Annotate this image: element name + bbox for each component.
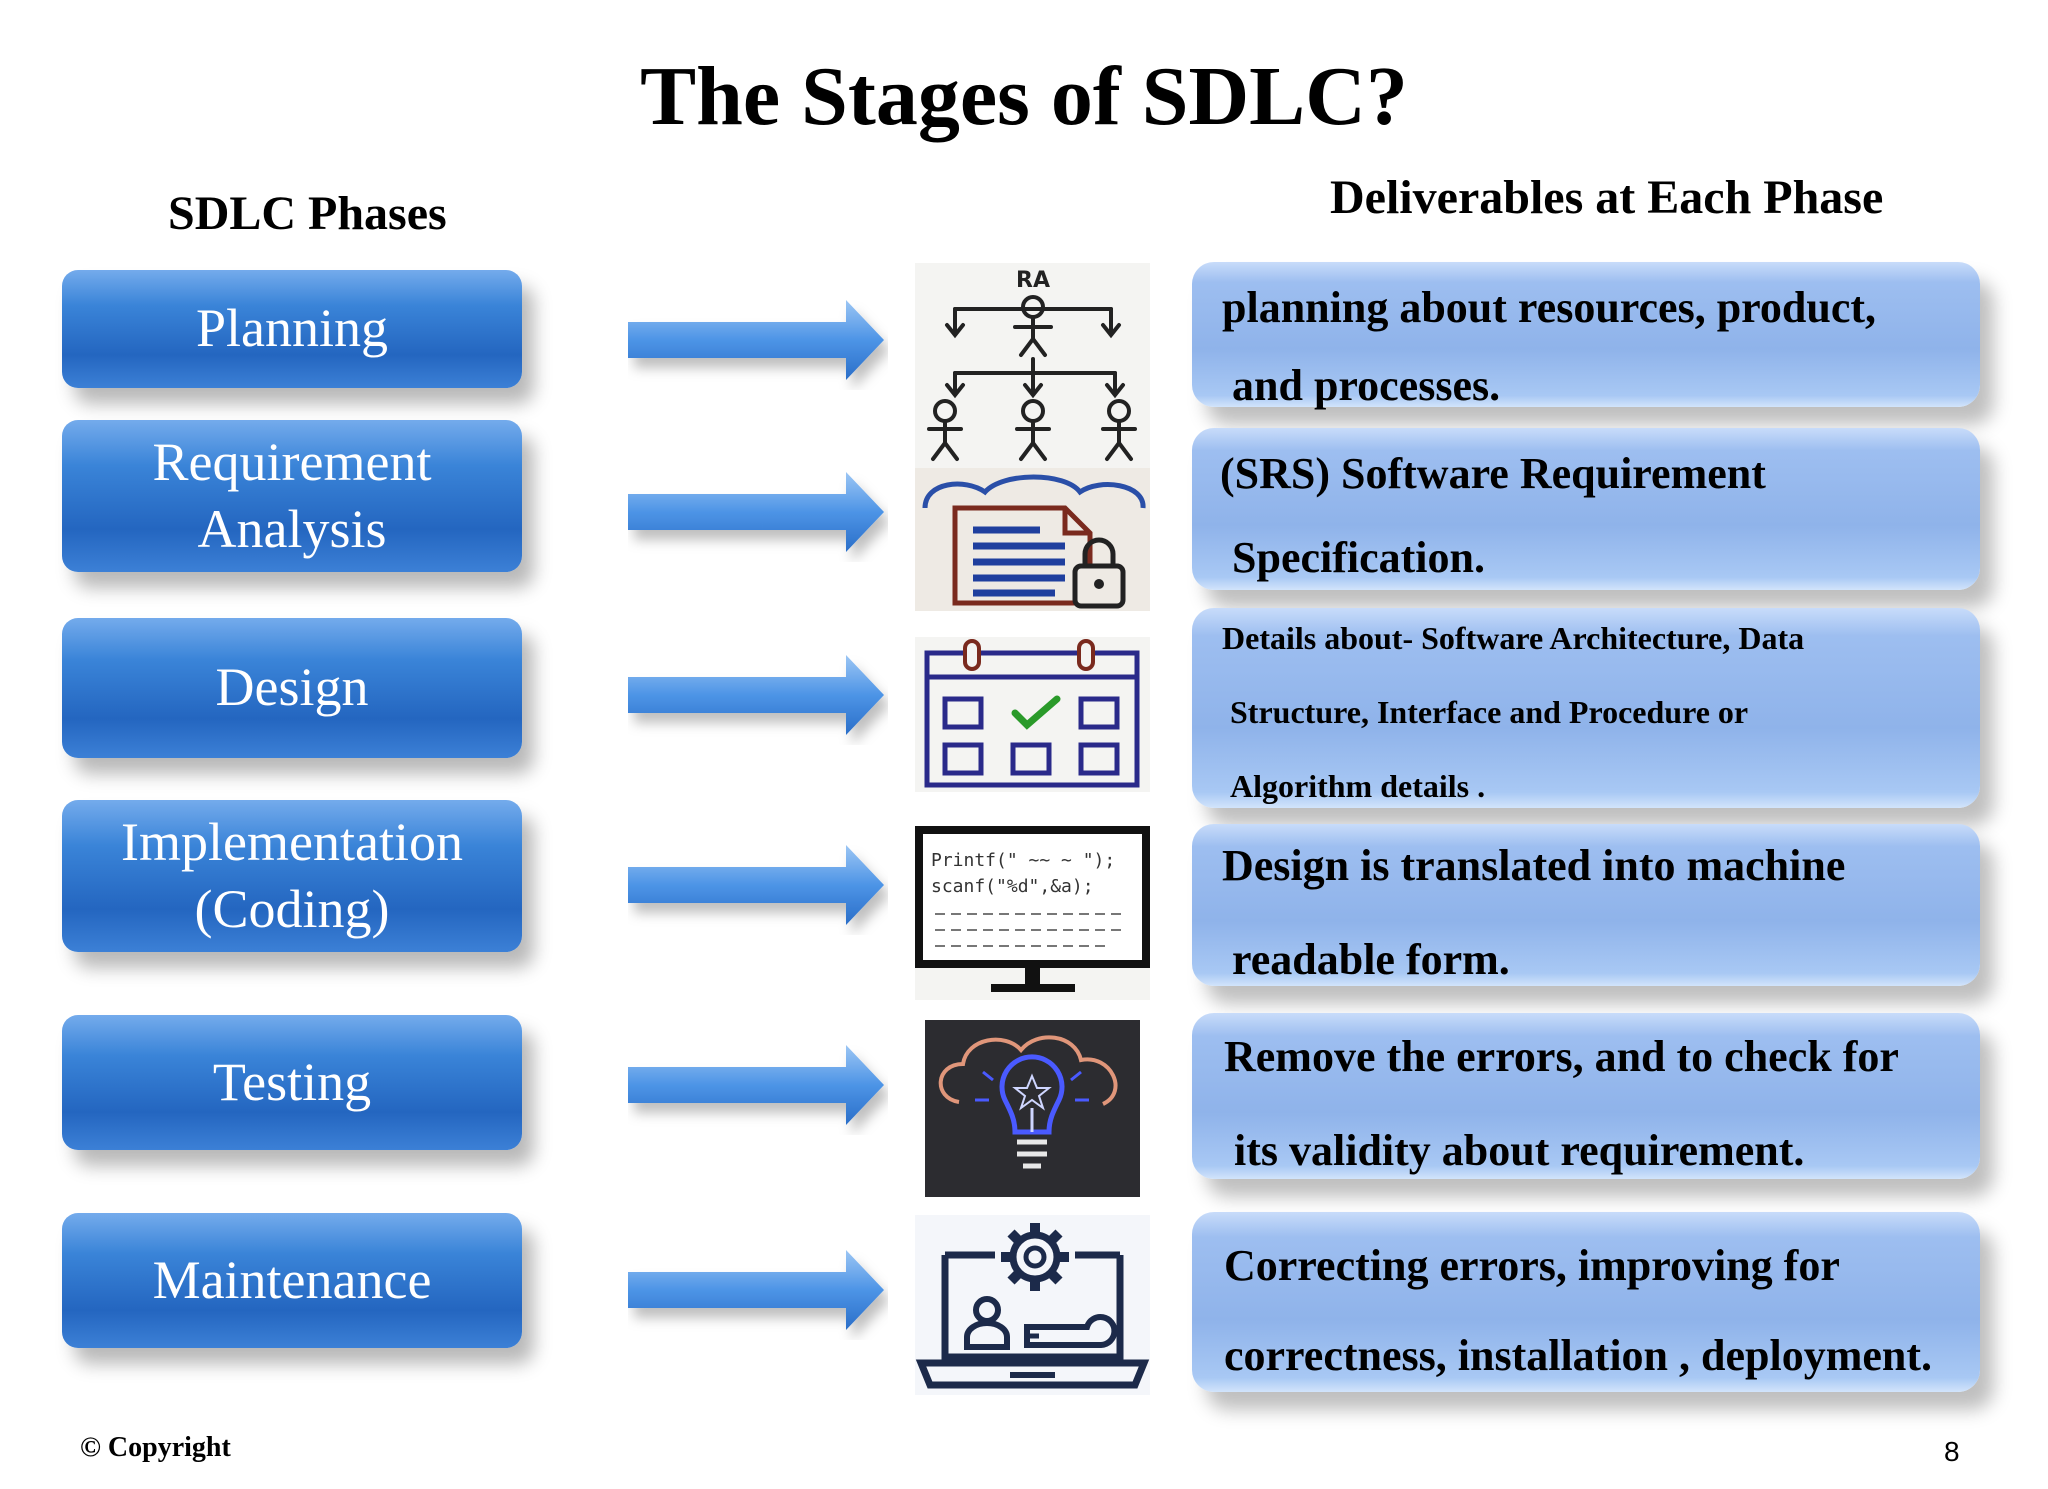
phase-label: Design xyxy=(215,657,369,718)
phase-requirement-analysis: Requirement Analysis xyxy=(62,420,522,572)
arrow-right-icon xyxy=(628,1250,884,1330)
deliverable-testing: Remove the errors, and to check for its … xyxy=(1192,1013,1980,1179)
phase-label: Testing xyxy=(212,1051,372,1112)
deliverable-planning: planning about resources, product, and p… xyxy=(1192,262,1980,410)
lightbulb-cloud-icon xyxy=(925,1020,1140,1197)
phase-label: (Coding) xyxy=(194,879,390,939)
deliverable-line: correctness, installation , deployment. xyxy=(1224,1331,1933,1380)
phase-testing: Testing xyxy=(62,1015,522,1150)
deliverable-line: Remove the errors, and to check for xyxy=(1224,1032,1899,1081)
arrow-right-icon xyxy=(628,472,884,552)
phase-label: Implementation xyxy=(121,811,463,872)
phase-label: Maintenance xyxy=(152,1249,432,1310)
arrow-right-icon xyxy=(628,655,884,735)
deliverable-line: Correcting errors, improving for xyxy=(1224,1241,1840,1290)
phase-label: Requirement xyxy=(152,431,432,492)
deliverable-line: its validity about requirement. xyxy=(1234,1126,1805,1175)
arrow-right-icon xyxy=(628,845,884,925)
deliverable-line: (SRS) Software Requirement xyxy=(1220,449,1766,498)
deliverable-line: Details about- Software Architecture, Da… xyxy=(1222,620,1805,656)
deliverable-line: planning about resources, product, xyxy=(1222,283,1877,332)
phase-maintenance: Maintenance xyxy=(62,1213,522,1348)
deliverable-line: readable form. xyxy=(1232,935,1510,984)
org-chart-icon: RA xyxy=(915,263,1150,468)
deliverable-requirement-analysis: (SRS) Software Requirement Specification… xyxy=(1192,428,1980,590)
page-number: 8 xyxy=(1944,1436,1960,1467)
secure-document-icon xyxy=(915,468,1150,611)
deliverable-design: Details about- Software Architecture, Da… xyxy=(1192,608,1980,808)
right-column-heading: Deliverables at Each Phase xyxy=(1330,171,1884,224)
code-line: Printf(" ~~ ~ "); xyxy=(931,850,1115,871)
phase-planning: Planning xyxy=(62,270,522,388)
phase-label: Planning xyxy=(195,298,388,359)
deliverable-line: Design is translated into machine xyxy=(1222,841,1846,890)
arrow-right-icon xyxy=(628,1045,884,1125)
deliverable-line: Algorithm details . xyxy=(1230,768,1486,804)
left-column-heading: SDLC Phases xyxy=(168,187,447,240)
code-line: scanf("%d",&a); xyxy=(931,876,1094,897)
slide-title: The Stages of SDLC? xyxy=(640,50,1408,143)
ra-label: RA xyxy=(1016,268,1050,293)
deliverable-line: and processes. xyxy=(1232,361,1501,410)
phase-implementation: Implementation (Coding) xyxy=(62,800,522,952)
copyright-notice: © Copyright xyxy=(80,1432,231,1463)
laptop-maintenance-icon xyxy=(915,1215,1150,1395)
phase-label: Analysis xyxy=(197,499,387,559)
deliverable-maintenance: Correcting errors, improving for correct… xyxy=(1192,1212,1980,1392)
calendar-check-icon xyxy=(915,637,1150,792)
code-monitor-icon: Printf(" ~~ ~ "); scanf("%d",&a); xyxy=(915,826,1150,1000)
deliverable-line: Specification. xyxy=(1232,533,1485,582)
arrow-right-icon xyxy=(628,300,884,380)
deliverable-line: Structure, Interface and Procedure or xyxy=(1230,694,1749,730)
phase-design: Design xyxy=(62,618,522,758)
deliverable-implementation: Design is translated into machine readab… xyxy=(1192,824,1980,986)
